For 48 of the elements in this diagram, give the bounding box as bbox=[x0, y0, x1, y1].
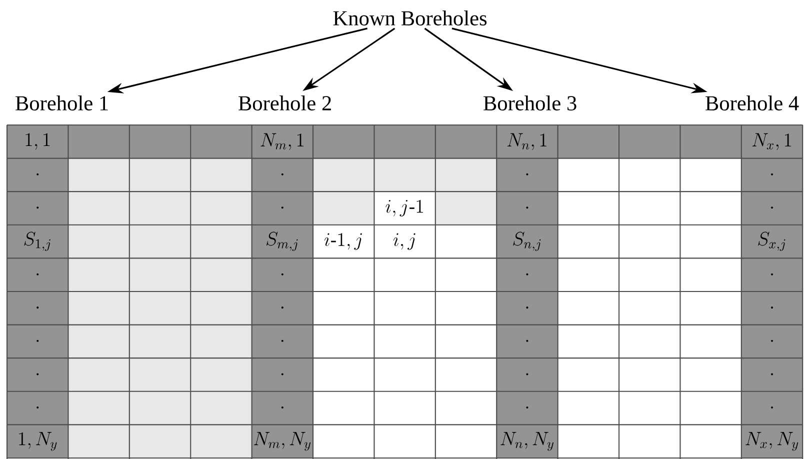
cell-text: $\cdot$ bbox=[281, 406, 284, 408]
cell-text: $\cdot$ bbox=[36, 340, 39, 342]
borehole-label: Borehole 3 bbox=[484, 95, 576, 110]
cell-text: $\cdot$ bbox=[526, 373, 528, 376]
borehole-label: Borehole 4 bbox=[706, 95, 799, 110]
cell-text: $\cdot$ bbox=[526, 173, 528, 176]
borehole-label: Borehole 2 bbox=[238, 95, 331, 110]
cell-text: $\cdot$ bbox=[526, 306, 528, 309]
cell-text: $\cdot$ bbox=[281, 306, 284, 309]
cell-text: $\cdot$ bbox=[771, 206, 774, 209]
cell-text: $\cdot$ bbox=[526, 406, 528, 408]
cell-text: $N_{n},1$ bbox=[507, 133, 546, 150]
cell-text: $i,j$ bbox=[393, 233, 416, 250]
cell-text: $\cdot$ bbox=[36, 273, 39, 276]
cell-text: $\cdot$ bbox=[36, 373, 39, 376]
cell-text: $S_{m,j}$ bbox=[266, 232, 298, 251]
cell-text: $\cdot$ bbox=[281, 373, 284, 376]
cell-text: $\cdot$ bbox=[281, 340, 284, 342]
cell-text: $\cdot$ bbox=[281, 273, 284, 276]
cell-text: $N_{x},1$ bbox=[752, 133, 792, 150]
cell-text: $i\text{-}1,j$ bbox=[324, 233, 362, 250]
cell-text: $N_{m},N_{y}$ bbox=[254, 432, 311, 451]
cell-text: $\cdot$ bbox=[771, 273, 774, 276]
cell-text: $\cdot$ bbox=[36, 173, 39, 176]
cell-text: $\cdot$ bbox=[526, 340, 528, 342]
cell-text: $N_{n},N_{y}$ bbox=[500, 432, 554, 451]
cell-text: $\cdot$ bbox=[771, 306, 774, 309]
cell-text: $\cdot$ bbox=[36, 306, 39, 309]
cell-text: $\cdot$ bbox=[36, 406, 39, 408]
cell-text: $S_{n,j}$ bbox=[513, 232, 541, 251]
cell-text: $1,N_{y}$ bbox=[19, 432, 57, 451]
cell-text: $\cdot$ bbox=[526, 206, 528, 209]
cell-text: $\cdot$ bbox=[36, 206, 39, 209]
cell-text: $\cdot$ bbox=[526, 273, 528, 276]
cell-text: $i,j\text{-}1$ bbox=[386, 200, 423, 217]
cell-text: $\cdot$ bbox=[281, 206, 284, 209]
cell-text: $S_{x,j}$ bbox=[758, 232, 786, 251]
cell-text: $N_{m},1$ bbox=[260, 133, 304, 150]
cell-text: $S_{1,j}$ bbox=[24, 232, 50, 251]
cell-text: $1,1$ bbox=[26, 133, 50, 150]
cell-text: $N_{x},N_{y}$ bbox=[746, 432, 798, 451]
cell-text: $\cdot$ bbox=[771, 373, 774, 376]
cell-text: $\cdot$ bbox=[281, 173, 284, 176]
borehole-label: Borehole 1 bbox=[16, 95, 108, 110]
cell-text: $\cdot$ bbox=[771, 406, 774, 408]
cell-text: $\cdot$ bbox=[771, 340, 774, 342]
cell-text: $\cdot$ bbox=[771, 173, 774, 176]
title-text: Known Boreholes bbox=[333, 10, 487, 26]
